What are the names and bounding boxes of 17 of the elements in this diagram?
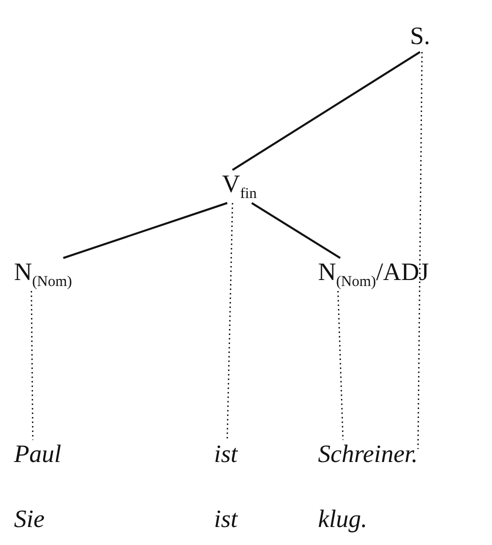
category-label: S.	[410, 22, 430, 52]
word: ist	[214, 440, 238, 470]
word: Sie	[14, 505, 45, 535]
dotted-line	[417, 52, 423, 449]
dotted-line	[226, 202, 234, 440]
category-label: V$_{fin}$	[222, 170, 257, 203]
dotted-line	[30, 291, 34, 440]
word: Paul	[14, 440, 62, 470]
branch-line	[62, 202, 228, 259]
category-label: N$_{(Nom)}$/ADJ	[318, 258, 429, 291]
branch-line	[251, 202, 341, 259]
dotted-line	[337, 290, 344, 440]
word: ist	[214, 505, 238, 535]
branch-line	[232, 51, 421, 171]
word: klug.	[318, 505, 368, 535]
word: Schreiner.	[318, 440, 418, 470]
category-label: N$_{(Nom)}$	[14, 258, 72, 291]
